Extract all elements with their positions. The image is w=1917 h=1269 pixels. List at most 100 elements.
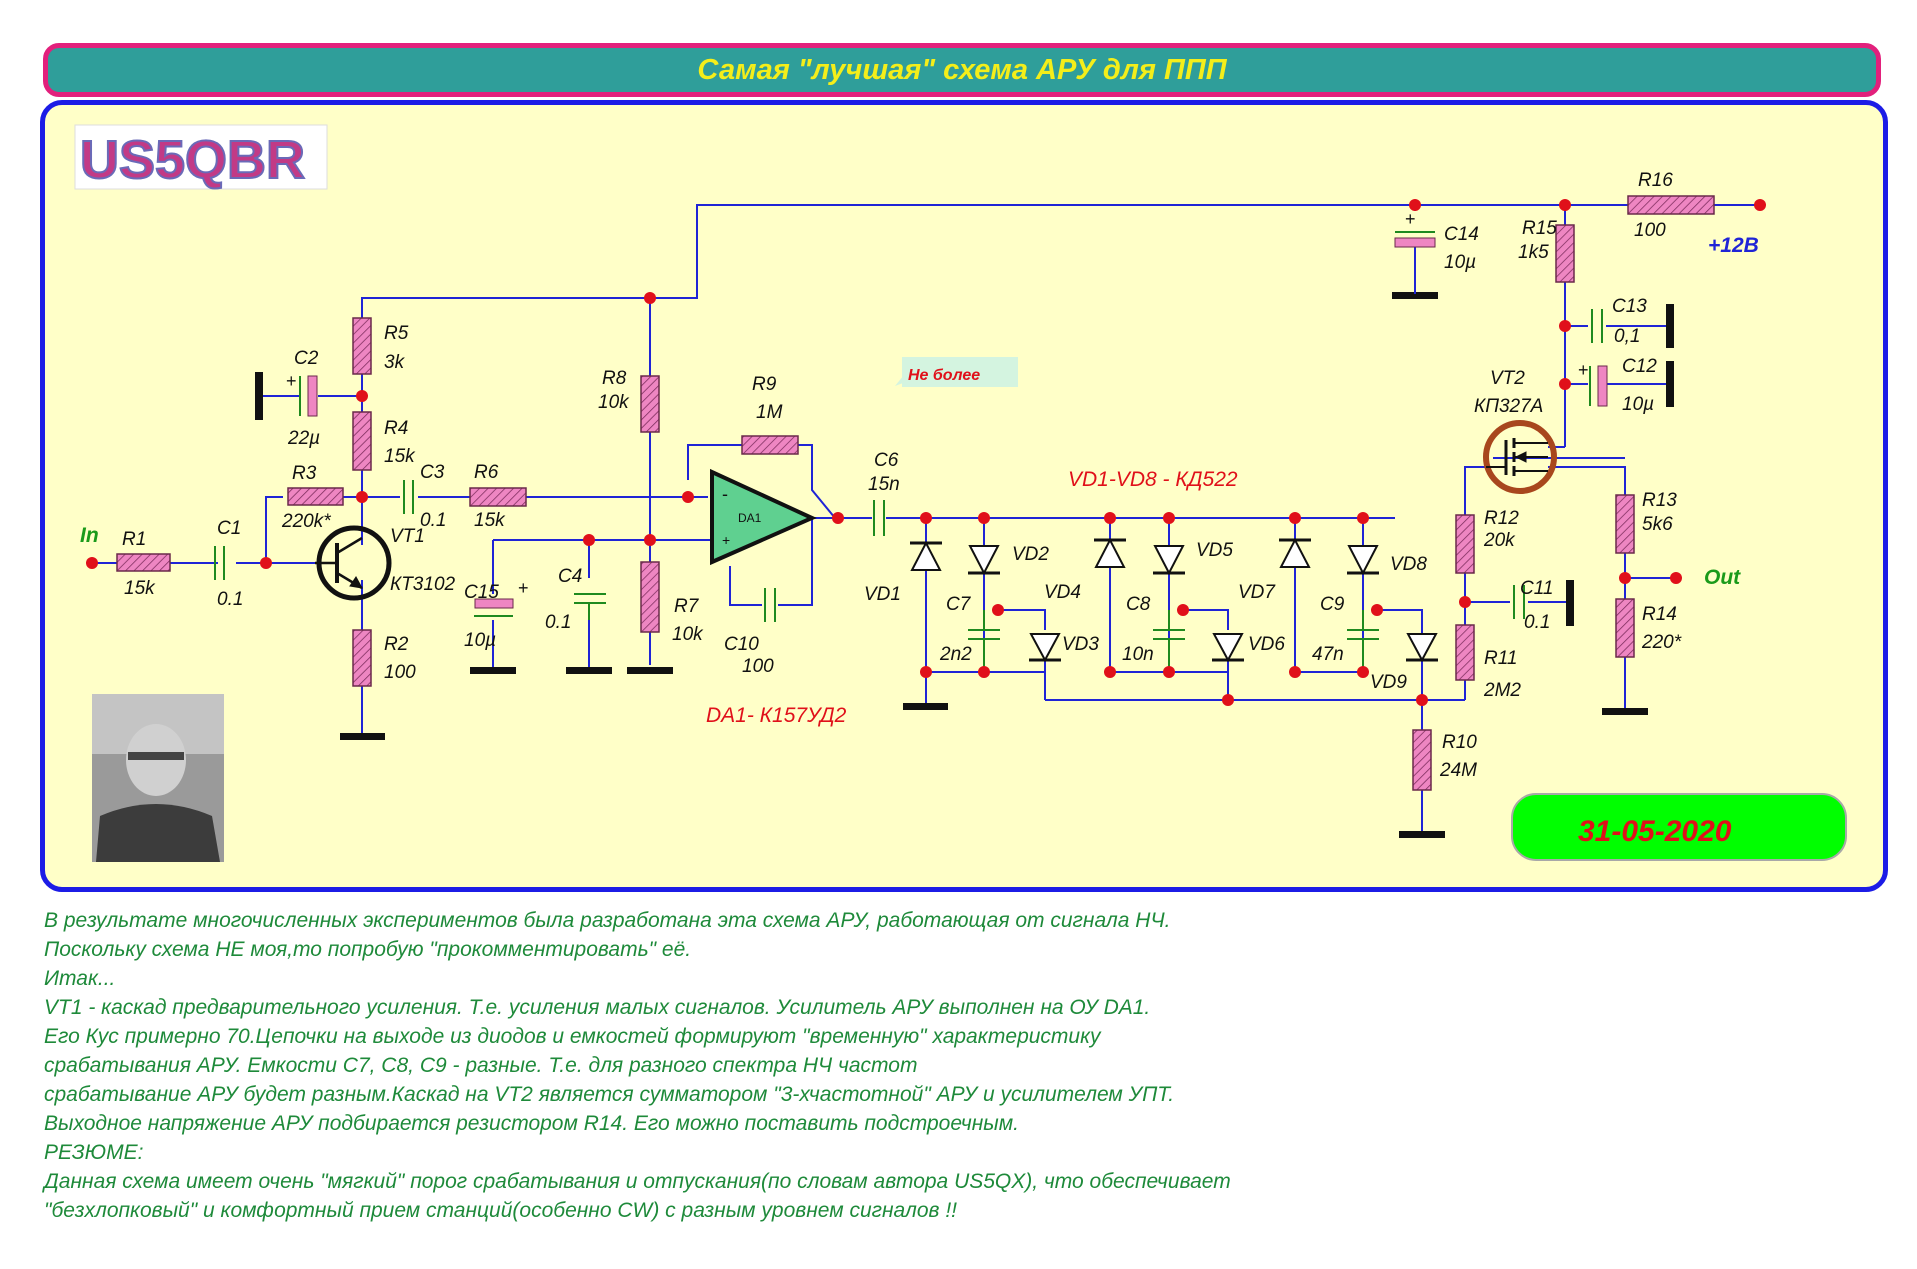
vt2-transistor bbox=[1483, 420, 1557, 494]
ground-ladder bbox=[903, 703, 948, 710]
r16-resistor bbox=[1627, 195, 1715, 215]
vd6-diode bbox=[1212, 633, 1244, 663]
c10-value: 100 bbox=[742, 656, 774, 677]
ground-r7 bbox=[627, 667, 673, 674]
r10-label: R10 bbox=[1442, 732, 1477, 753]
r10-value: 24M bbox=[1439, 760, 1477, 781]
vd2-label: VD2 bbox=[1012, 544, 1049, 565]
c14-capacitor: + bbox=[1394, 209, 1436, 248]
vd3-diode bbox=[1029, 633, 1061, 663]
c13-value: 0,1 bbox=[1614, 326, 1640, 347]
vd6-label: VD6 bbox=[1248, 634, 1285, 655]
diodes bbox=[910, 537, 1438, 663]
in-terminal-label: In bbox=[80, 524, 99, 547]
vd4-diode bbox=[1094, 537, 1126, 568]
r7-value: 10k bbox=[672, 624, 704, 645]
r3-label: R3 bbox=[292, 463, 317, 484]
description-text: В результате многочисленных эксперименто… bbox=[44, 906, 1844, 1225]
c11-value: 0.1 bbox=[1524, 612, 1550, 633]
ground-c4 bbox=[566, 667, 612, 674]
description-line: В результате многочисленных эксперименто… bbox=[44, 909, 1171, 932]
r1-label: R1 bbox=[122, 529, 146, 550]
c7-label: C7 bbox=[946, 594, 972, 615]
description-line: срабатывания АРУ. Емкости С7, С8, С9 - р… bbox=[44, 1054, 918, 1077]
vd7-label: VD7 bbox=[1238, 582, 1276, 603]
ground-c12 bbox=[1666, 361, 1674, 407]
r15-resistor bbox=[1555, 224, 1575, 283]
c3-capacitor bbox=[403, 480, 414, 514]
c15-value: 10µ bbox=[464, 630, 496, 651]
r11-label: R11 bbox=[1484, 648, 1517, 669]
r15-value: 1k5 bbox=[1518, 242, 1549, 263]
vd5-label: VD5 bbox=[1196, 540, 1233, 561]
c2-label: C2 bbox=[294, 348, 319, 369]
r8-label: R8 bbox=[602, 368, 627, 389]
resistors bbox=[116, 195, 1715, 791]
c3-value: 0.1 bbox=[420, 510, 446, 531]
c7-capacitor bbox=[968, 610, 1000, 672]
c4-label: C4 bbox=[558, 566, 582, 587]
ground-c13 bbox=[1666, 304, 1674, 348]
r12-value: 20k bbox=[1483, 530, 1516, 551]
r15-label: R15 bbox=[1522, 218, 1557, 239]
r11-value: 2M2 bbox=[1483, 680, 1521, 701]
vd3-label: VD3 bbox=[1062, 634, 1099, 655]
r5-value: 3k bbox=[384, 352, 406, 373]
c6-label: C6 bbox=[874, 450, 899, 471]
r6-label: R6 bbox=[474, 462, 499, 483]
c3-label: C3 bbox=[420, 462, 445, 483]
vt1-value: КТ3102 bbox=[390, 574, 456, 595]
r5-label: R5 bbox=[384, 323, 409, 344]
schematic-panel: US5QBR bbox=[40, 100, 1888, 892]
c4-capacitor bbox=[574, 593, 606, 620]
r2-resistor bbox=[352, 629, 372, 687]
r11-resistor bbox=[1455, 624, 1475, 681]
author-photo bbox=[92, 694, 224, 862]
r10-resistor bbox=[1412, 729, 1432, 791]
r9-resistor bbox=[741, 435, 799, 455]
vt1-label: VT1 bbox=[390, 526, 425, 547]
svg-text:+: + bbox=[518, 578, 529, 598]
r6-value: 15k bbox=[474, 510, 506, 531]
r16-label: R16 bbox=[1638, 170, 1673, 191]
c6-capacitor bbox=[873, 500, 885, 536]
r5-resistor bbox=[352, 317, 372, 375]
ground-r10 bbox=[1399, 831, 1445, 838]
r13-resistor bbox=[1615, 494, 1635, 554]
junction-nodes bbox=[86, 199, 1766, 706]
c9-label: C9 bbox=[1320, 594, 1345, 615]
electrolytic-capacitors: + + + + bbox=[286, 209, 1608, 617]
c12-label: C12 bbox=[1622, 356, 1657, 377]
callsign-text: US5QBR bbox=[80, 130, 305, 190]
c12-value: 10µ bbox=[1622, 394, 1654, 415]
r4-resistor bbox=[352, 411, 372, 471]
out-terminal-label: Out bbox=[1704, 566, 1741, 589]
da1-ref: DA1 bbox=[738, 511, 762, 525]
c9-capacitor bbox=[1347, 610, 1379, 672]
supply-label: +12В bbox=[1708, 234, 1759, 257]
svg-text:-: - bbox=[722, 484, 728, 504]
r7-label: R7 bbox=[674, 596, 700, 617]
da1-opamp: - + DA1 bbox=[710, 468, 817, 566]
title-bar: Самая "лучшая" схема АРУ для ППП bbox=[43, 43, 1881, 97]
r3-value: 220k* bbox=[281, 511, 331, 532]
r1-value: 15k bbox=[124, 578, 156, 599]
c8-capacitor bbox=[1153, 610, 1185, 672]
description-line: Выходное напряжение АРУ подбирается рези… bbox=[44, 1112, 1019, 1135]
diode-note: VD1-VD8 - КД522 bbox=[1068, 468, 1238, 491]
description-line: срабатывание АРУ будет разным.Каскад на … bbox=[44, 1083, 1175, 1106]
description-line: РЕЗЮМЕ: bbox=[44, 1141, 144, 1164]
c12-capacitor: + bbox=[1578, 360, 1608, 407]
description-line: Поскольку схема НЕ моя,то попробую "прок… bbox=[44, 938, 692, 961]
c8-value: 10n bbox=[1122, 644, 1154, 665]
r8-resistor bbox=[640, 375, 660, 433]
r8-value: 10k bbox=[598, 392, 630, 413]
description-line: "безхлопковый" и комфортный прием станци… bbox=[44, 1199, 957, 1222]
date-badge: 31-05-2020 bbox=[1511, 793, 1847, 861]
r12-resistor bbox=[1455, 514, 1475, 574]
schematic-svg: US5QBR bbox=[74, 124, 1847, 862]
c7-value: 2n2 bbox=[939, 644, 972, 665]
svg-text:+: + bbox=[286, 371, 297, 391]
c6-value: 15n bbox=[868, 474, 900, 495]
r14-resistor bbox=[1615, 598, 1635, 658]
